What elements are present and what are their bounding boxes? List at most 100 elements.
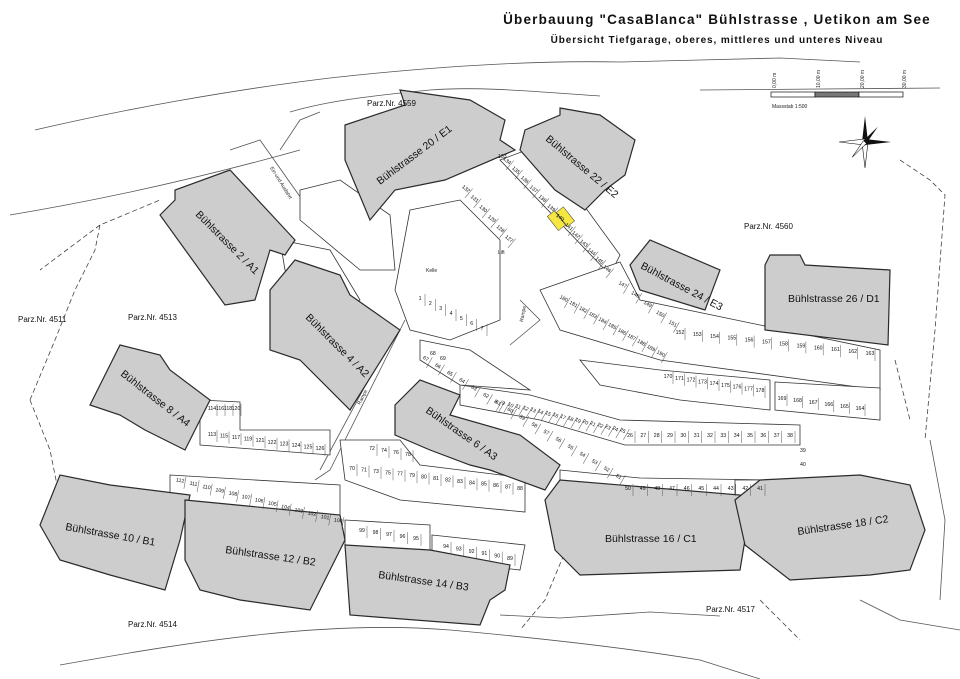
stall-divider <box>302 506 305 519</box>
stall-number: 69 <box>440 356 446 362</box>
stall-number: 28 <box>654 433 660 439</box>
stall-number: 94 <box>443 544 449 550</box>
stall-number: 139 <box>546 203 557 213</box>
stall-divider <box>570 417 578 428</box>
stall-number: 162 <box>848 349 857 355</box>
stall-number: 189 <box>646 344 657 354</box>
stall-number: 81 <box>433 476 439 482</box>
scale-tick-20: 20,00 m <box>860 70 866 88</box>
stall-number: 178 <box>756 388 765 394</box>
stall-divider <box>605 268 614 278</box>
stall-number: 138 <box>537 194 548 204</box>
stall-number: 54 <box>578 451 586 459</box>
stall-number: 77 <box>397 472 403 478</box>
stall-number: 7 <box>481 326 484 332</box>
stall-divider <box>582 242 591 253</box>
stall-divider <box>341 516 345 529</box>
stall-number: 51 <box>614 473 622 481</box>
stall-number: 65 <box>446 370 454 378</box>
stall-number: 53 <box>590 458 598 466</box>
stall-number: 88 <box>517 486 523 492</box>
stall-number: 190 <box>655 349 666 359</box>
stall-number: 172 <box>687 378 696 384</box>
stall-number: 33 <box>720 433 726 439</box>
stall-number: 18 <box>566 415 574 423</box>
stall-number: 122 <box>268 440 277 446</box>
stall-number: 115 <box>220 434 228 440</box>
stall-number: 78 <box>405 452 411 458</box>
stall-number: 76 <box>393 450 399 456</box>
stall-number: 79 <box>409 473 415 479</box>
stall-number: 129 <box>486 214 497 224</box>
stall-number: 86 <box>493 483 499 489</box>
stall-number: 52 <box>602 466 610 474</box>
stall-divider <box>481 208 491 218</box>
stall-number: 55 <box>566 444 574 452</box>
scale-tick-30: 30,00 m <box>902 70 908 88</box>
stall-divider <box>540 410 548 422</box>
stall-number: 132 <box>460 184 471 194</box>
stall-divider <box>464 188 473 198</box>
stall-number: 131 <box>469 194 480 204</box>
stall-number: 123 <box>280 441 289 447</box>
stall-divider <box>582 453 590 464</box>
stall-number: 60 <box>506 407 514 415</box>
stall-number: 98 <box>373 530 379 536</box>
stall-divider <box>510 408 517 420</box>
stall-number: 43 <box>728 486 734 492</box>
stall-number: 70 <box>349 466 355 472</box>
stall-number: 26 <box>627 433 633 439</box>
stall-divider <box>541 198 550 208</box>
stall-number: 112 <box>176 477 185 484</box>
stall-divider <box>673 322 680 333</box>
stall-number: 107 <box>241 494 251 501</box>
buildings <box>39 89 926 626</box>
stall-number: 111 <box>189 481 198 488</box>
stall-number: 184 <box>597 316 608 326</box>
stall-number: 110 <box>202 484 211 491</box>
stall-divider <box>523 179 532 189</box>
stall-divider <box>249 493 253 506</box>
stall-divider <box>583 308 590 319</box>
stall-number: 155 <box>727 336 736 342</box>
stall-number: 121 <box>256 438 265 444</box>
stall-number: 93 <box>456 546 462 552</box>
stall-number: 58 <box>530 421 538 429</box>
stall-number: 16 <box>551 412 559 420</box>
stall-number: 12 <box>521 405 529 413</box>
parcel-4514: Parz.Nr. 4514 <box>128 620 177 629</box>
stall-number: 23 <box>604 424 612 432</box>
stall-number: 82 <box>445 477 451 483</box>
stall-number: 143 <box>578 239 589 249</box>
stall-number: 118 <box>224 406 232 412</box>
stall-divider <box>462 379 469 390</box>
stall-number: 125 <box>304 444 313 450</box>
stall-divider <box>578 418 585 430</box>
stall-divider <box>209 483 213 496</box>
stall-number: 133 <box>498 154 507 160</box>
stall-numbers: 1341351361371381391401411421431441451461… <box>176 154 875 562</box>
stall-number: 1 <box>419 296 422 302</box>
stall-number: 44 <box>713 486 719 492</box>
stall-divider <box>503 401 511 413</box>
stall-divider <box>641 341 649 352</box>
stall-divider <box>563 415 570 427</box>
stall-divider <box>558 438 566 449</box>
building-a2 <box>269 259 401 411</box>
label-keller: Kelle <box>426 268 437 274</box>
stall-number: 159 <box>797 343 806 349</box>
stall-number: 103 <box>294 507 304 514</box>
parcel-4560: Parz.Nr. 4560 <box>744 222 793 231</box>
stall-number: 80 <box>421 475 427 481</box>
stall-divider <box>555 413 563 425</box>
stall-number: 158 <box>779 342 788 348</box>
stall-number: 169 <box>778 396 787 402</box>
building-a1 <box>159 169 296 306</box>
stall-number: 4 <box>450 311 453 317</box>
stall-number: 30 <box>680 433 686 439</box>
stall-divider <box>473 198 482 208</box>
stall-number: 174 <box>710 381 719 387</box>
stall-number: 154 <box>710 334 719 340</box>
stall-number: 90 <box>494 554 500 560</box>
stall-number: 49 <box>640 486 646 492</box>
